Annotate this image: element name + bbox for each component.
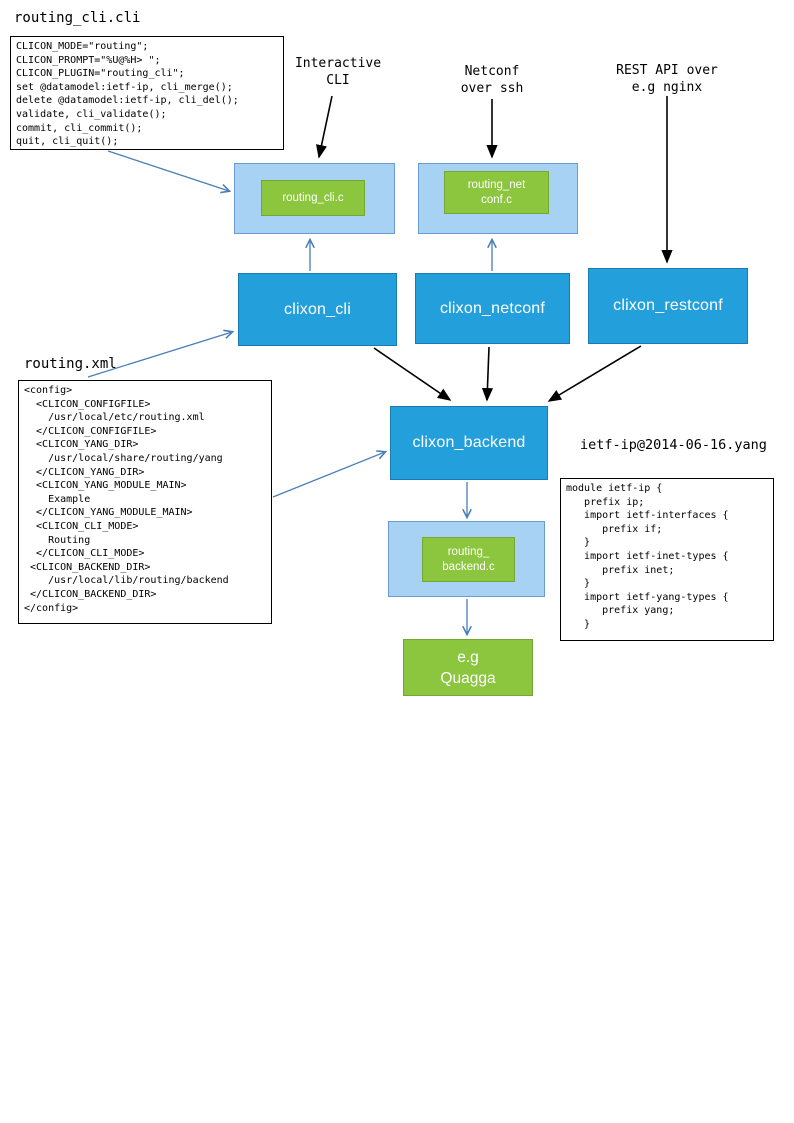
quagga-node: e.g Quagga bbox=[403, 639, 533, 696]
clixon-cli-node: clixon_cli bbox=[238, 273, 397, 346]
xml-file-code: <config> <CLICON_CONFIGFILE> /usr/local/… bbox=[18, 380, 272, 624]
rest-api-label: REST API over e.g nginx bbox=[616, 63, 718, 95]
routing-cli-plugin-node: routing_cli.c bbox=[261, 180, 365, 216]
connector-xmlfile-to-backend bbox=[272, 452, 385, 498]
routing-netconf-plugin-node: routing_net conf.c bbox=[444, 171, 549, 214]
netconf-plugin-container: routing_net conf.c bbox=[418, 163, 578, 234]
clixon-netconf-node: clixon_netconf bbox=[415, 273, 570, 344]
interactive-cli-label: Interactive CLI bbox=[294, 56, 382, 88]
netconf-over-ssh-label: Netconf over ssh bbox=[460, 64, 524, 96]
connector-clifile-to-cliplugin bbox=[107, 150, 229, 191]
cli-file-code: CLICON_MODE="routing"; CLICON_PROMPT="%U… bbox=[10, 36, 284, 150]
yang-file-code: module ietf-ip { prefix ip; import ietf-… bbox=[560, 478, 774, 641]
cli-file-title: routing_cli.cli bbox=[14, 10, 141, 26]
clixon-restconf-node: clixon_restconf bbox=[588, 268, 748, 344]
arrow-interactive-cli-to-plugin bbox=[316, 95, 333, 159]
xml-file-title: routing.xml bbox=[24, 356, 117, 372]
arrow-restconf-to-backend bbox=[547, 345, 642, 402]
arrow-netconf-to-backend bbox=[481, 346, 494, 402]
clixon-backend-node: clixon_backend bbox=[390, 406, 548, 480]
arrow-cli-to-backend bbox=[373, 347, 452, 401]
cli-plugin-container: routing_cli.c bbox=[234, 163, 395, 234]
yang-file-title: ietf-ip@2014-06-16.yang bbox=[580, 437, 767, 453]
backend-plugin-container: routing_ backend.c bbox=[388, 521, 545, 597]
routing-backend-plugin-node: routing_ backend.c bbox=[422, 537, 515, 582]
